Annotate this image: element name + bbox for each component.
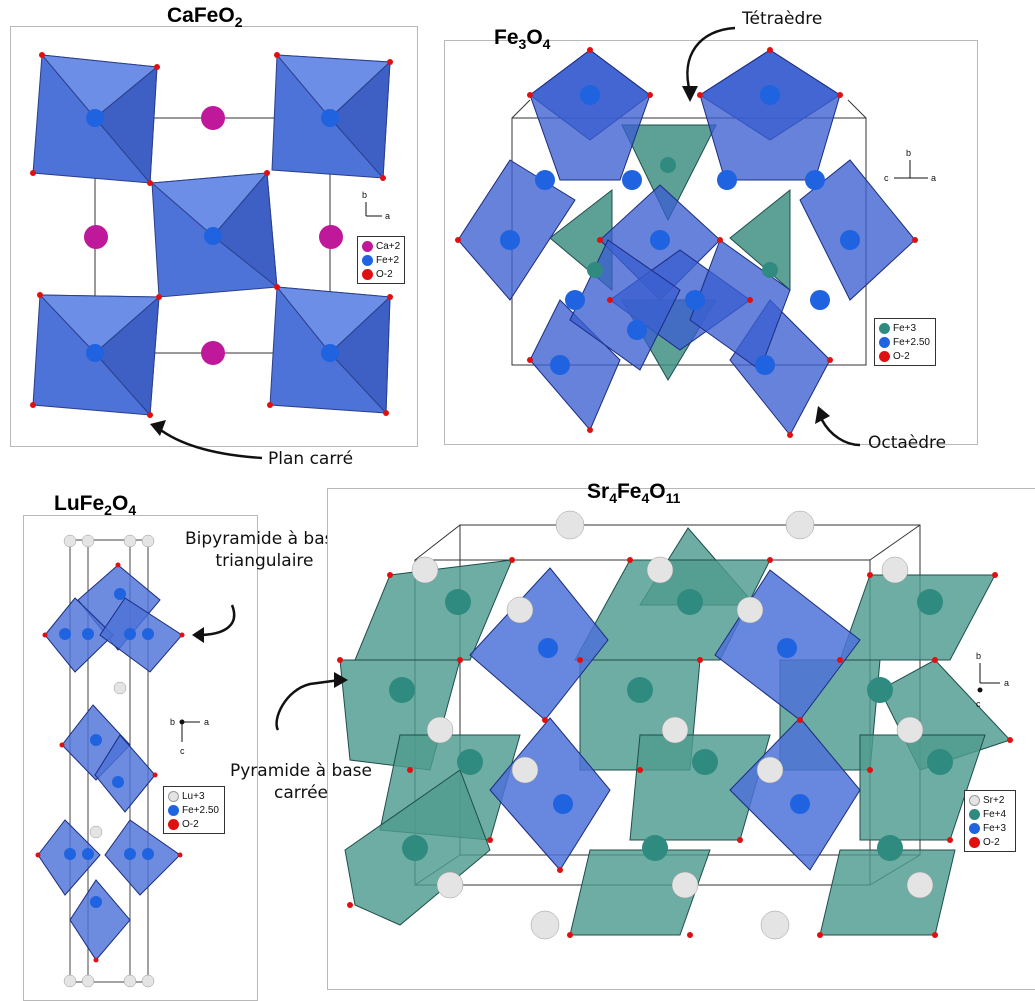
pyramide-line1: Pyramide à base <box>230 761 373 781</box>
cafeo2-title: CaFeO2 <box>167 4 243 31</box>
pyramide-arrow <box>275 678 341 731</box>
ca-swatch <box>362 240 373 252</box>
legend-item: Sr+2 <box>969 793 1011 807</box>
pyramide-line2: carrée <box>274 783 328 803</box>
cafeo2-axis-b: b <box>362 190 367 200</box>
legend-item: Fe+3 <box>969 821 1011 835</box>
o-swatch <box>168 818 179 830</box>
sr4fe4o11-axis-a: a <box>1004 678 1009 688</box>
bipyramide-label: Bipyramide à base triangulaire <box>185 528 344 572</box>
o-swatch <box>879 350 890 362</box>
cafeo2-axis-a: a <box>385 211 390 221</box>
sr4fe4o11-axis-triad <box>977 663 1000 693</box>
legend-item: O-2 <box>879 349 931 363</box>
fe3o4-axis-a: a <box>931 173 936 183</box>
sr4fe4o11-legend: Sr+2 Fe+4 Fe+3 O-2 <box>964 790 1016 852</box>
fe-swatch <box>362 254 373 266</box>
o-swatch <box>362 268 373 280</box>
fe3o4-axis-b: b <box>906 148 911 158</box>
fe3o4-title: Fe3O4 <box>494 26 551 53</box>
fe3-swatch <box>879 322 890 334</box>
bipyramide-line1: Bipyramide à base <box>185 529 344 549</box>
pyramide-label: Pyramide à base carrée <box>230 760 372 804</box>
fe3o4-legend: Fe+3 Fe+2.50 O-2 <box>874 318 936 366</box>
sr4fe4o11-title: Sr4Fe4O11 <box>587 480 681 507</box>
plan-carre-label: Plan carré <box>268 449 354 469</box>
legend-item: O-2 <box>362 267 400 281</box>
fe3-swatch <box>969 822 980 834</box>
fe4-swatch <box>969 808 980 820</box>
legend-item: Fe+3 <box>879 321 931 335</box>
sr4fe4o11-axis-c: c <box>976 699 981 709</box>
legend-item: O-2 <box>168 817 220 831</box>
bipyramide-arrow <box>197 604 236 637</box>
fe250-swatch <box>879 336 890 348</box>
tetraedre-arrow <box>686 26 736 93</box>
octaedre-arrow <box>820 419 861 447</box>
o-swatch <box>969 836 980 848</box>
lufe2o4-legend: Lu+3 Fe+2.50 O-2 <box>163 786 225 834</box>
bipyramide-line2: triangulaire <box>215 551 314 571</box>
octaedre-label: Octaèdre <box>868 433 947 453</box>
lufe2o4-axis-a: a <box>204 717 209 727</box>
legend-item: Ca+2 <box>362 239 400 253</box>
fe3o4-axis-triad <box>894 160 928 179</box>
legend-item: Fe+4 <box>969 807 1011 821</box>
legend-item: Fe+2.50 <box>879 335 931 349</box>
legend-item: Lu+3 <box>168 789 220 803</box>
lufe2o4-axis-b: b <box>170 717 175 727</box>
sr-swatch <box>969 794 980 806</box>
tetraedre-label: Tétraèdre <box>742 9 823 29</box>
cafeo2-legend: Ca+2 Fe+2 O-2 <box>357 236 405 284</box>
cafeo2-axis-triad <box>365 202 382 217</box>
sr4fe4o11-axis-b: b <box>976 651 981 661</box>
lufe2o4-axis-c: c <box>180 746 185 756</box>
lufe2o4-title: LuFe2O4 <box>54 492 137 519</box>
fe3o4-axis-c: c <box>884 173 889 183</box>
legend-item: Fe+2.50 <box>168 803 220 817</box>
lu-swatch <box>168 790 179 802</box>
legend-item: Fe+2 <box>362 253 400 267</box>
legend-item: O-2 <box>969 835 1011 849</box>
fe250-swatch <box>168 804 179 816</box>
lufe2o4-axis-triad <box>179 719 200 742</box>
